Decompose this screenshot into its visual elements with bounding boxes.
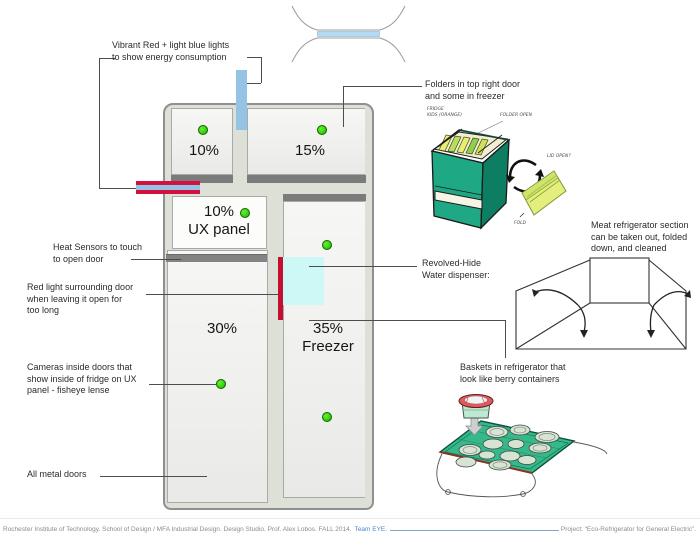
annotation-meat-l2: can be taken out, folded [591,231,688,242]
annotation-metal: All metal doors [27,469,87,481]
annotation-energy-l2: to show energy consumption [112,51,227,62]
fridge-freezer-top-edge [283,194,366,201]
energy-light-strip-vertical [236,70,247,130]
folders-connector-v [343,86,344,127]
fridge-main-left-door [167,250,268,503]
baskets-connector-h [309,320,506,321]
annotation-redlight-l1: Red light surrounding door [27,282,134,292]
camera-dot-left-door [216,379,226,389]
camera-dot-ux [240,208,250,218]
footer: Rochester Institute of Technology. Schoo… [3,524,696,533]
meat-section-drawing [515,257,691,350]
percent-ux-value: 10% [203,203,235,220]
fridge-body [163,103,374,510]
folders-sketch [430,120,567,230]
annotation-meat: Meat refrigerator section can be taken o… [591,220,689,255]
ux-panel-label: UX panel [188,221,250,238]
footer-team-link[interactable]: Team EYE. [354,526,388,533]
sketch-note-kids: KIDS (ORANGE) [427,112,462,118]
heat-sensor-bar[interactable] [166,254,267,262]
annotation-cameras-l3: panel - fisheye lense [27,385,110,395]
annotation-folders-l1: Folders in top right door [425,79,521,89]
sketch-note-fridge: FRIDGE [427,107,444,112]
heat-connector [131,259,181,260]
annotation-cameras-l2: show inside of fridge on UX [27,373,137,384]
annotation-dispenser: Revolved-Hide Water dispenser: [422,258,490,281]
baskets-connector-v [505,320,506,358]
door-red-warning-light [278,257,283,320]
annotation-metal-l1: All metal doors [27,469,87,479]
annotation-baskets-l2: look like berry containers [460,373,560,384]
berry-baskets-sketch [436,394,608,498]
footer-project: Project: “Eco-Refrigerator for General E… [560,526,696,533]
camera-dot-freezer-bottom [322,412,332,422]
fridge-door-top-left-edge [171,175,233,183]
annotation-energy-l1: Vibrant Red + light blue lights [112,40,230,50]
percent-top-left: 10% [188,142,220,159]
sketch-note-fold: FOLD [514,221,527,226]
annotation-redlight-l2: when leaving it open for [27,293,123,304]
annotation-cameras: Cameras inside doors that show inside of… [27,362,137,397]
fridge-ux-panel[interactable] [172,196,267,249]
annotation-baskets: Baskets in refrigerator that look like b… [460,362,566,385]
annotation-energy: Vibrant Red + light blue lights to show … [112,40,229,63]
annotation-folders: Folders in top right door and some in fr… [425,79,520,102]
energy-light-strip-horizontal [136,181,200,194]
camera-dot-top-right [317,125,327,135]
energy-bracket-right [261,57,262,83]
fridge-freezer-door [283,201,365,498]
sketch-note-folder-open: FOLDER OPEN [500,113,532,118]
footer-credits: Rochester Institute of Technology. Schoo… [3,526,352,533]
sketch-note-fridge-kids: FRIDGE KIDS (ORANGE) [427,107,462,118]
energy-bracket-bottom [99,188,136,189]
footer-underline [390,524,559,531]
footer-divider [0,518,700,519]
percent-freezer: 35% Freezer [296,320,360,356]
percent-freezer-value: 35% [312,320,344,337]
energy-bracket-right-bottom [247,83,261,84]
fridge-door-top-left [171,108,233,175]
door-gap-light-detail [291,5,406,63]
annotation-dispenser-l2: Water dispenser: [422,269,490,280]
annotation-heat-l2: to open door [53,253,104,264]
energy-bracket-left [99,58,100,188]
annotation-baskets-l1: Baskets in refrigerator that [460,362,566,372]
annotation-heat: Heat Sensors to touch to open door [53,242,142,265]
metal-connector [100,476,207,477]
fridge-door-top-right [247,108,365,175]
fridge-door-top-right-edge [247,175,366,183]
freezer-label: Freezer [302,338,354,355]
annotation-folders-l2: and some in freezer [425,90,505,101]
annotation-redlight: Red light surrounding door when leaving … [27,282,133,317]
percent-top-right: 15% [294,142,326,159]
energy-bracket-right-top [247,57,261,58]
annotation-meat-l1: Meat refrigerator section [591,220,689,230]
annotation-cameras-l1: Cameras inside doors that [27,362,133,372]
annotation-heat-l1: Heat Sensors to touch [53,242,143,252]
percent-main-door: 30% [206,320,238,337]
annotation-dispenser-l1: Revolved-Hide [422,258,482,268]
annotation-redlight-l3: too long [27,305,60,315]
folders-connector-h [343,86,422,87]
annotation-meat-l3: down, and cleaned [591,243,667,253]
camera-dot-freezer-top [322,240,332,250]
sketch-note-lid-open: LID OPEN? [547,154,571,159]
water-dispenser-panel[interactable] [283,257,324,305]
redlight-connector [146,294,278,295]
energy-bracket-top-tick [99,58,115,59]
camera-dot-top-left [198,125,208,135]
dispenser-connector [309,266,417,267]
cameras-connector [149,384,216,385]
percent-ux: 10% UX panel [172,203,266,239]
